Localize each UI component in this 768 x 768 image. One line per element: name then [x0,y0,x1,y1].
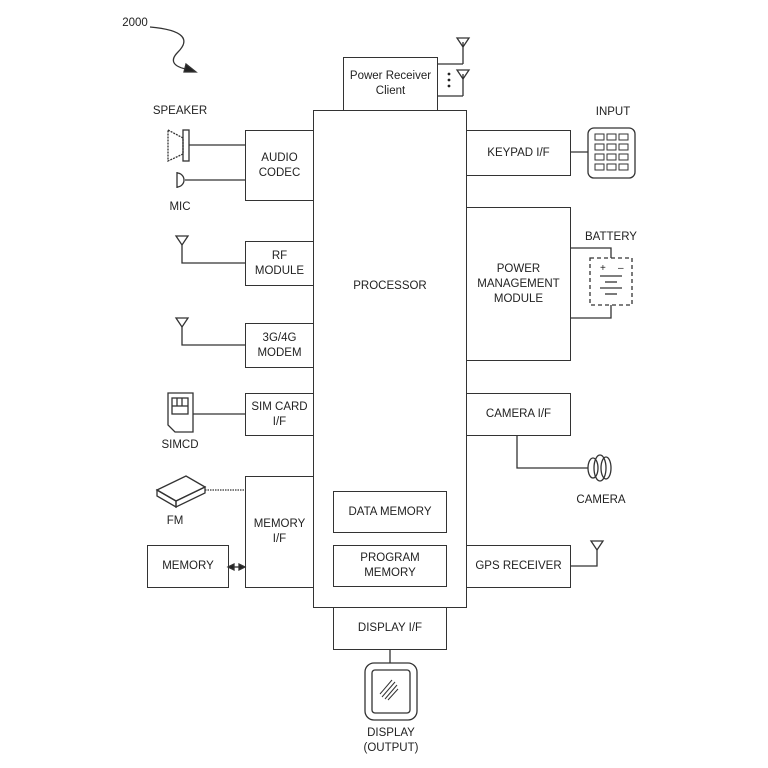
keypad-icon [570,127,636,179]
camera-icon [516,435,612,482]
battery-icon [570,247,633,319]
speaker-icon [167,128,245,163]
fm-label: FM [166,514,184,527]
sim-card-icon [167,392,245,433]
memory-block: MEMORY [147,545,229,588]
figure-reference: 2000 [122,16,148,29]
bidirectional-arrow [226,562,247,572]
data-memory-block: DATA MEMORY [333,491,447,533]
svg-text:–: – [618,263,624,274]
svg-text:+: + [600,263,606,274]
simcd-label: SIMCD [161,438,199,451]
keypad-if-block: KEYPAD I/F [466,130,571,176]
antenna-icon [174,317,245,346]
antenna-icon [437,37,471,65]
memory-if-block: MEMORY I/F [245,476,314,588]
antenna-icon [174,235,245,264]
gps-receiver-block: GPS RECEIVER [466,545,571,588]
antenna-icon [570,540,605,567]
camera-if-block: CAMERA I/F [466,393,571,436]
speaker-label: SPEAKER [152,104,208,117]
camera-label: CAMERA [576,493,626,506]
reference-arrow [149,26,193,71]
battery-label: BATTERY [585,230,637,243]
display-if-block: DISPLAY I/F [333,607,447,650]
modem-block: 3G/4G MODEM [245,323,314,368]
display-label: DISPLAY (OUTPUT) [363,727,419,754]
sim-card-if-block: SIM CARD I/F [245,393,314,436]
rf-module-block: RF MODULE [245,241,314,286]
input-label: INPUT [595,105,631,118]
audio-codec-block: AUDIO CODEC [245,130,314,201]
mic-icon [176,172,245,188]
processor-block [313,110,467,608]
display-icon [364,649,418,721]
processor-label: PROCESSOR [353,279,427,292]
antenna-icon [437,69,471,97]
mic-label: MIC [169,200,191,213]
power-management-block: POWER MANAGEMENT MODULE [466,207,571,361]
arrow-head [183,62,198,73]
flash-memory-chip-icon [155,475,245,509]
ellipsis-dots-icon [447,72,451,88]
program-memory-block: PROGRAM MEMORY [333,545,447,587]
power-receiver-client-block: Power Receiver Client [343,57,438,111]
